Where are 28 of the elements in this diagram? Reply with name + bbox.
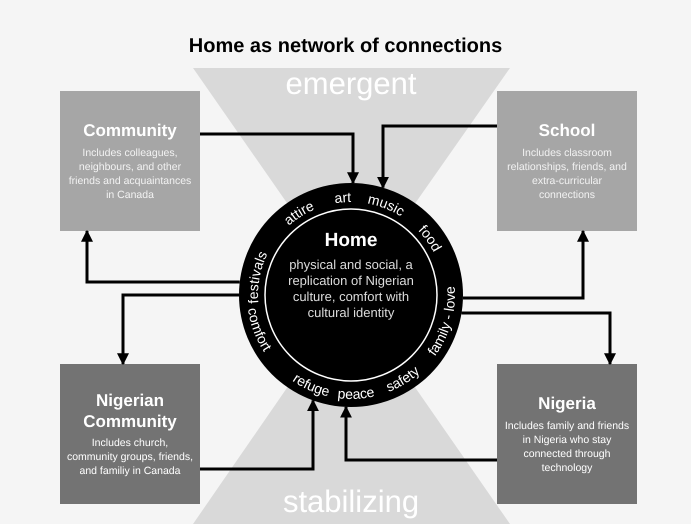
arrow — [200, 132, 359, 184]
node-title: Home — [324, 229, 378, 253]
arrow — [377, 124, 497, 189]
arrow — [117, 294, 239, 366]
arrow — [462, 312, 616, 366]
ring-word: music — [366, 190, 408, 220]
group-box — [497, 364, 637, 504]
node-description: Includes classroom relationships, friends, and extra-curricular connections — [506, 146, 628, 202]
node-title: Nigerian Community — [82, 390, 178, 432]
ring-word: peace — [336, 383, 376, 402]
node-title: School — [538, 120, 596, 142]
node-title: Community — [83, 120, 177, 142]
arrow — [462, 230, 589, 300]
node-description: physical and social, a replication of Nigerian culture, comfort with cultural identity — [287, 256, 415, 321]
node-description: Includes family and friends in Nigeria who stay connected through technology — [504, 418, 630, 475]
arrow — [81, 230, 240, 284]
arrow — [200, 399, 319, 470]
ring-word: attire — [280, 197, 316, 228]
diagram-title: Home as network of connections — [188, 36, 504, 56]
group-box — [497, 91, 637, 231]
node-description: Includes colleagues, neighbours, and other friends and acquaintances in Canada — [68, 146, 192, 202]
group-box — [60, 364, 200, 504]
node-description: Includes church, community groups, friends, and familiy in Canada — [66, 436, 194, 478]
ring-word: art — [333, 188, 352, 206]
arrow — [340, 406, 497, 462]
ring-word: refuge — [290, 370, 332, 400]
node-title: Nigeria — [538, 393, 596, 415]
group-box — [60, 91, 200, 231]
